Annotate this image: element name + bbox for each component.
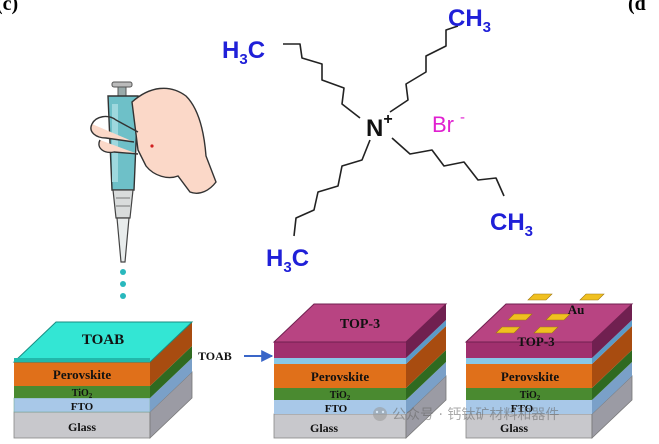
bromide-ion: Br-	[432, 109, 465, 137]
pipette-plunger-button	[111, 81, 133, 88]
chain-lower-right	[391, 137, 505, 197]
label-au: Au	[568, 302, 585, 317]
label-toab-top: TOAB	[82, 332, 124, 348]
au-electrode	[495, 326, 521, 334]
arrow-label-toab: TOAB	[198, 349, 232, 363]
device-middle: TOP-3 Perovskite TiO2 FTO Glass	[272, 303, 448, 439]
watermark-text: 公众号 · 钙钛矿材料和器件	[392, 407, 559, 423]
methyl-upper-right: CH3	[448, 5, 491, 36]
label-tio2-right: TiO2	[520, 390, 541, 402]
pipette-tip	[116, 217, 130, 263]
label-fto-right: FTO	[511, 403, 534, 415]
nitrogen-center: N+	[366, 111, 393, 142]
au-electrode	[545, 313, 571, 321]
methyl-lower-left: H3C	[266, 245, 309, 276]
label-glass-right: Glass	[500, 421, 528, 435]
label-fto-middle: FTO	[325, 403, 348, 415]
methyl-upper-left: H3C	[222, 37, 265, 68]
au-electrode	[507, 313, 533, 321]
chain-upper-right	[389, 25, 459, 113]
device-right: Au TOP-3 Perovskite TiO2 FTO Glass	[464, 293, 634, 439]
label-perovskite-middle: Perovskite	[311, 369, 369, 384]
label-top3-right: TOP-3	[517, 334, 555, 349]
pipette-shaft	[112, 189, 134, 219]
au-electrode	[527, 293, 553, 301]
au-electrode	[533, 326, 559, 334]
chain-upper-left	[283, 43, 361, 119]
methyl-lower-right: CH3	[490, 209, 533, 240]
label-glass-left: Glass	[68, 420, 96, 434]
label-tio2-middle: TiO2	[330, 390, 351, 402]
au-electrode	[579, 293, 605, 301]
label-perovskite-right: Perovskite	[501, 369, 559, 384]
label-top3-middle: TOP-3	[340, 317, 380, 332]
label-perovskite-left: Perovskite	[53, 367, 111, 382]
device-left: TOAB Perovskite TiO2 FTO Glass	[12, 321, 194, 439]
label-tio2-left: TiO2	[72, 388, 93, 400]
label-glass-middle: Glass	[310, 421, 338, 435]
hand-pipette-illustration	[90, 81, 217, 299]
watermark: 公众号 · 钙钛矿材料和器件	[373, 407, 559, 423]
top3-top-face	[272, 303, 448, 343]
label-fto-left: FTO	[71, 401, 94, 413]
panel-label-c: (c)	[0, 0, 18, 15]
toab-molecule	[283, 25, 505, 237]
panel-label-d: (d	[628, 0, 646, 15]
chain-lower-left	[293, 139, 371, 237]
hand	[131, 87, 217, 194]
